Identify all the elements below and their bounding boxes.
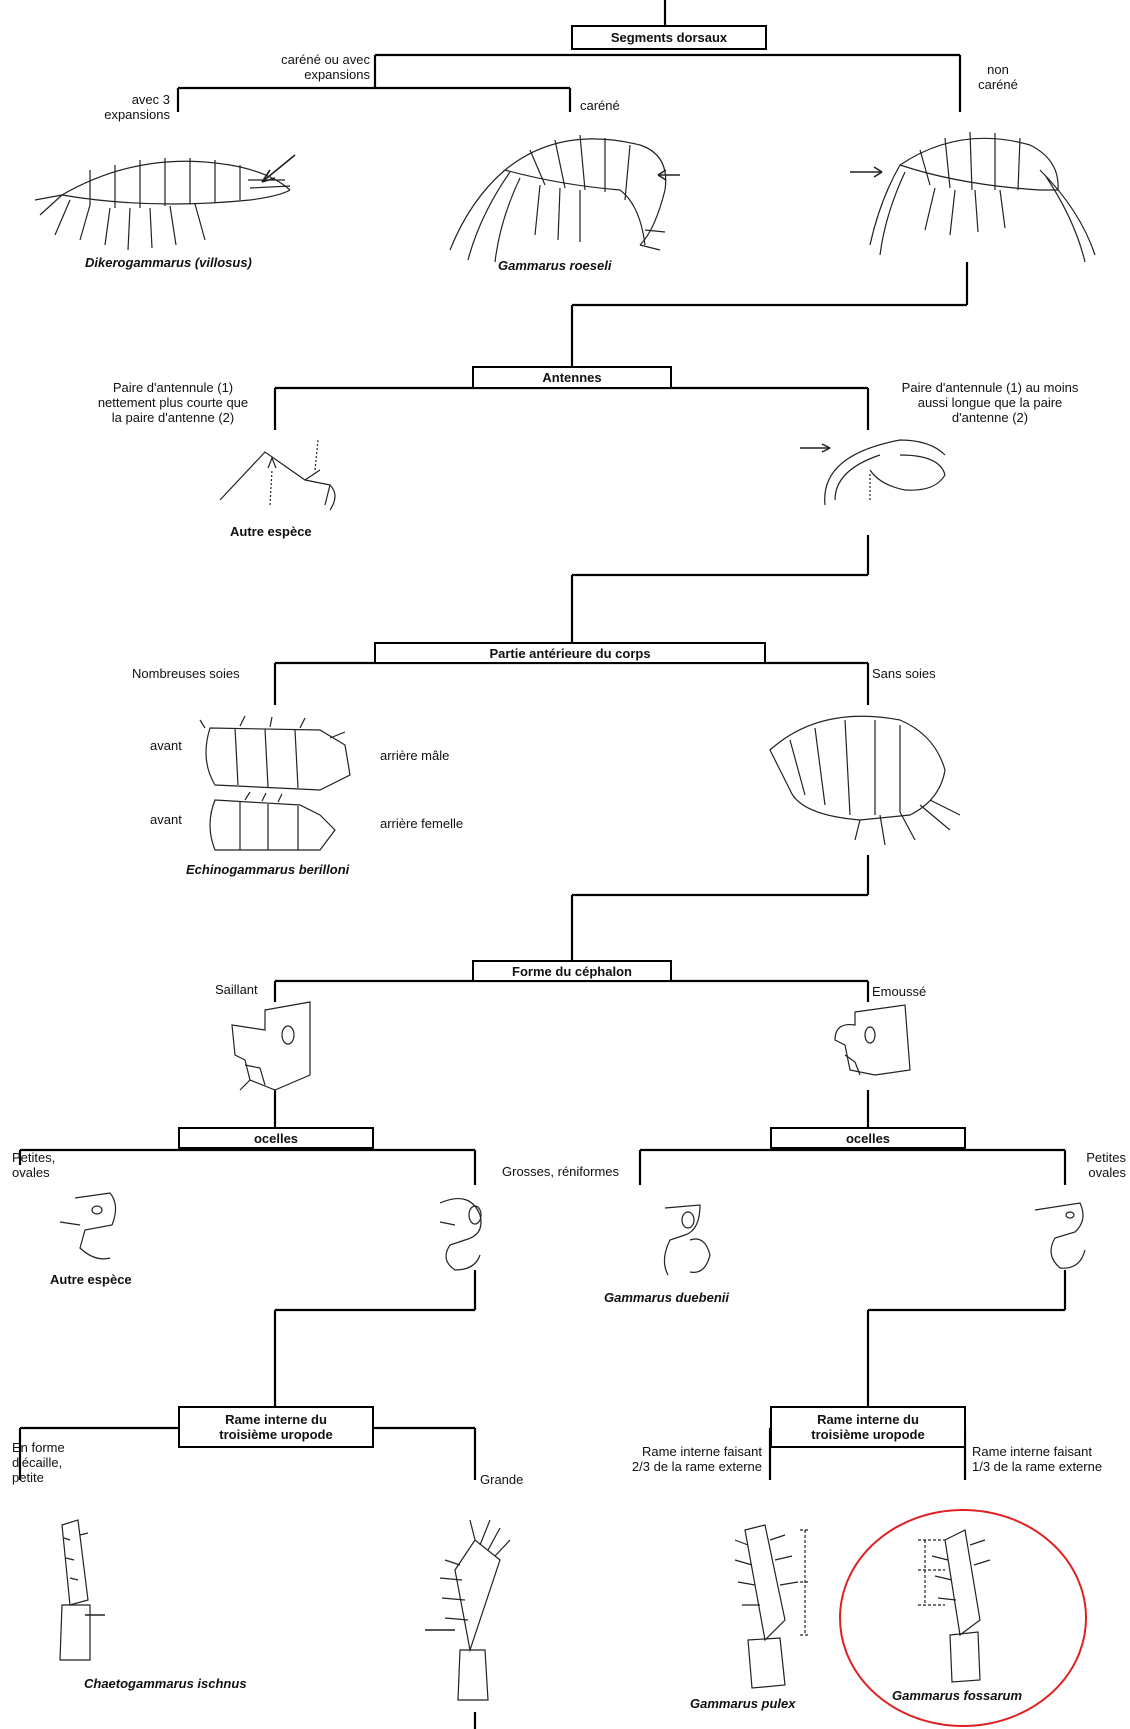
uropode-pulex-drawing — [734, 1524, 810, 1689]
label-avant-male: avant — [150, 738, 182, 753]
criterion-non-line1: non — [987, 62, 1009, 77]
criterion-rame-2-3: Rame interne faisant 2/3 de la rame exte… — [600, 1444, 762, 1474]
criterion-ecaille-line1: En forme — [12, 1440, 65, 1455]
node-partie-anterieure: Partie antérieure du corps — [374, 642, 766, 664]
criterion-ant-right-line3: d'antenne (2) — [951, 410, 1029, 425]
uropode-grande-drawing — [425, 1519, 511, 1701]
species-chaetogammarus: Chaetogammarus ischnus — [84, 1676, 247, 1691]
species-echinogammarus: Echinogammarus berilloni — [186, 862, 350, 877]
dikerogammarus-drawing — [34, 154, 296, 251]
criterion-ant-right-line1: Paire d'antennule (1) au moins — [901, 380, 1079, 395]
criterion-avec3-line2: expansions — [104, 107, 170, 122]
node-rame-interne-left-line2: troisième uropode — [219, 1427, 333, 1442]
criterion-carene: caréné — [580, 98, 620, 113]
node-rame-interne-right: Rame interne du troisième uropode — [770, 1406, 966, 1448]
criterion-avec-3-expansions: avec 3 expansions — [60, 92, 170, 122]
criterion-non-carene: non caréné — [968, 62, 1028, 92]
ocelles-petites-right-drawing — [1034, 1202, 1086, 1269]
antenna-short-drawing — [219, 439, 336, 511]
species-autre-espece-antennes: Autre espèce — [230, 524, 312, 539]
species-dikerogammarus: Dikerogammarus (villosus) — [85, 255, 252, 270]
criterion-antennule-longue: Paire d'antennule (1) au moins aussi lon… — [875, 380, 1105, 425]
criterion-ecaille-petite: En forme d'écaille, petite — [12, 1440, 65, 1485]
criterion-non-line2: caréné — [978, 77, 1018, 92]
criterion-carene-ou-line2: expansions — [304, 67, 370, 82]
criterion-grosses-reniformes: Grosses, réniformes — [502, 1164, 620, 1179]
label-arriere-femelle: arrière femelle — [380, 816, 464, 831]
label-avant-femelle: avant — [150, 812, 182, 827]
criterion-sans-soies: Sans soies — [872, 666, 936, 681]
uropode-fossarum-drawing — [918, 1529, 991, 1683]
species-gammarus-roeseli: Gammarus roeseli — [498, 258, 612, 273]
node-rame-interne-left: Rame interne du troisième uropode — [178, 1406, 374, 1448]
criterion-petites-line1: Petites, — [12, 1150, 56, 1165]
antenna-long-drawing — [800, 439, 946, 506]
criterion-ant-left-line3: la paire d'antenne (2) — [111, 410, 235, 425]
criterion-carene-ou-avec: caréné ou avec expansions — [240, 52, 370, 82]
species-autre-espece-ocelles: Autre espèce — [50, 1272, 132, 1287]
criterion-emousse: Emoussé — [872, 984, 927, 999]
criterion-petites-line2: ovales — [12, 1165, 50, 1180]
label-arriere-male: arrière mâle — [380, 748, 450, 763]
criterion-nombreuses-soies: Nombreuses soies — [132, 666, 240, 681]
criterion-ecaille-line3: petite — [12, 1470, 44, 1485]
node-rame-interne-left-line1: Rame interne du — [225, 1412, 327, 1427]
cephalon-emousse-drawing — [834, 1004, 911, 1076]
criterion-rame13-line2: 1/3 de la rame externe — [972, 1459, 1103, 1474]
criterion-rame13-line1: Rame interne faisant — [972, 1444, 1092, 1459]
node-forme-cephalon: Forme du céphalon — [472, 960, 672, 982]
criterion-ant-left-line1: Paire d'antennule (1) — [112, 380, 234, 395]
highlight-circle — [839, 1509, 1087, 1727]
node-ocelles-left: ocelles — [178, 1127, 374, 1149]
node-rame-interne-right-line1: Rame interne du — [817, 1412, 919, 1427]
criterion-avec3-line1: avec 3 — [131, 92, 170, 107]
criterion-ecaille-line2: d'écaille, — [12, 1455, 63, 1470]
criterion-carene-ou-line1: caréné ou avec — [281, 52, 370, 67]
criterion-saillant: Saillant — [215, 982, 258, 997]
species-gammarus-fossarum: Gammarus fossarum — [892, 1688, 1023, 1703]
ocelles-grosses-left-drawing — [439, 1197, 482, 1271]
criterion-petites-ovales-right: Petites ovales — [1050, 1150, 1126, 1180]
sans-soies-amphipod-drawing — [769, 715, 961, 846]
node-rame-interne-right-line2: troisième uropode — [811, 1427, 925, 1442]
gammarus-roeseli-drawing — [449, 134, 680, 263]
species-gammarus-duebenii: Gammarus duebenii — [604, 1290, 729, 1305]
echinogammarus-drawing — [199, 715, 351, 851]
criterion-ant-right-line2: aussi longue que la paire — [917, 395, 1063, 410]
criterion-antennule-courte: Paire d'antennule (1) nettement plus cou… — [78, 380, 268, 425]
species-gammarus-pulex: Gammarus pulex — [690, 1696, 796, 1711]
cephalon-saillant-drawing — [231, 1001, 311, 1091]
criterion-rame-1-3: Rame interne faisant 1/3 de la rame exte… — [972, 1444, 1128, 1474]
criterion-rame23-line2: 2/3 de la rame externe — [631, 1459, 762, 1474]
node-segments-dorsaux: Segments dorsaux — [571, 25, 767, 50]
criterion-ant-left-line2: nettement plus courte que — [97, 395, 249, 410]
criterion-rame23-line1: Rame interne faisant — [642, 1444, 762, 1459]
criterion-petites-ovales-left: Petites, ovales — [12, 1150, 55, 1180]
criterion-grande: Grande — [480, 1472, 524, 1487]
ocelles-duebenii-drawing — [663, 1204, 711, 1276]
ocelles-petites-drawing — [59, 1192, 117, 1260]
criterion-petites-r-line1: Petites — [1086, 1150, 1126, 1165]
uropode-ecaille-drawing — [59, 1519, 105, 1661]
node-antennes: Antennes — [472, 366, 672, 389]
node-ocelles-right: ocelles — [770, 1127, 966, 1149]
criterion-petites-r-line2: ovales — [1088, 1165, 1126, 1180]
non-carene-amphipod-drawing — [850, 131, 1096, 263]
